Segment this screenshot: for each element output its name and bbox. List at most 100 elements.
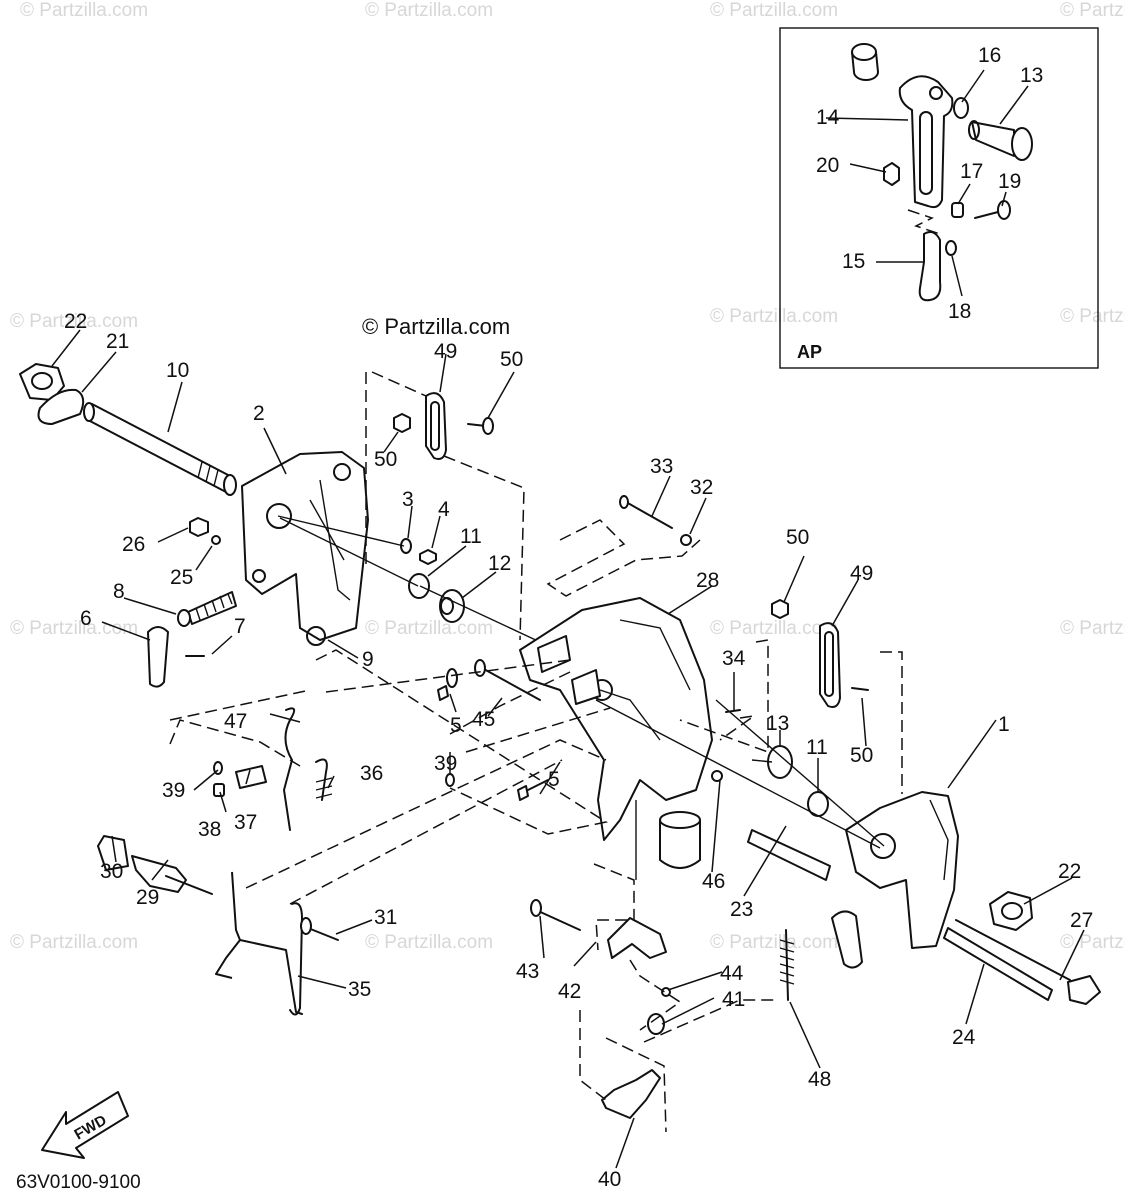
right-bracket-group: [711, 599, 1101, 1005]
lower-left-linkage: [97, 707, 455, 1016]
callout-42: 42: [558, 980, 581, 1003]
washer-part: [211, 535, 221, 545]
bolt-part: [771, 599, 789, 619]
callout-50: 50: [786, 526, 809, 549]
callout-38: 38: [198, 818, 221, 841]
spring-part: [779, 929, 795, 1001]
callout-22: 22: [64, 310, 87, 333]
inset-ap: AP: [779, 27, 1099, 369]
callout-25: 25: [170, 566, 193, 589]
bolt-part: [437, 685, 449, 701]
rod-part: [943, 927, 1053, 1001]
ring-part: [680, 534, 692, 546]
callout-29: 29: [136, 886, 159, 909]
callout-18: 18: [948, 300, 971, 323]
watermark: © Partzilla.com: [10, 311, 138, 332]
callout-13: 13: [1020, 64, 1043, 87]
watermark: © Partzilla.com: [365, 618, 493, 639]
watermark: © Partzilla.com: [365, 932, 493, 953]
screw-part: [974, 200, 1011, 220]
callout-24: 24: [952, 1026, 976, 1049]
leader-lines: [51, 69, 1085, 1169]
callout-50: 50: [374, 448, 397, 471]
callout-3: 3: [402, 488, 414, 511]
watermark: © Partzilla.com: [20, 0, 148, 21]
washer-part: [408, 573, 430, 599]
bolt-part: [393, 413, 411, 433]
watermark: © Partzilla.com: [710, 306, 838, 327]
callout-28: 28: [696, 569, 719, 592]
clip-part: [235, 765, 267, 789]
callout-50: 50: [500, 348, 523, 371]
bolt-part: [419, 549, 437, 565]
copyright-notice: © Partzilla.com: [362, 314, 510, 339]
callout-49: 49: [434, 340, 457, 363]
knob-part: [1067, 975, 1101, 1005]
callout-39: 39: [162, 779, 185, 802]
left-bracket-group: [19, 363, 541, 688]
callout-48: 48: [808, 1068, 831, 1091]
watermark: © Partzilla.com: [1060, 306, 1125, 327]
pin-part: [165, 875, 213, 895]
watermark: © Partzilla.com: [365, 0, 493, 21]
callout-19: 19: [998, 170, 1021, 193]
callout-46: 46: [702, 870, 725, 893]
plate-part: [918, 231, 942, 302]
callout-39: 39: [434, 752, 457, 775]
watermark: © Partzilla.com: [1060, 618, 1125, 639]
bushing-part: [439, 589, 465, 623]
drawing-code: 63V0100-9100: [16, 1172, 141, 1193]
ring-part: [445, 773, 455, 787]
callout-8: 8: [113, 580, 125, 603]
callout-45: 45: [472, 708, 495, 731]
ring-part: [661, 987, 671, 997]
callout-22: 22: [1058, 860, 1081, 883]
washer-part: [945, 240, 957, 256]
callout-21: 21: [106, 330, 129, 353]
callout-4: 4: [438, 498, 450, 521]
callout-31: 31: [374, 906, 397, 929]
bolt-part: [517, 785, 529, 801]
bolt-part: [851, 687, 869, 691]
bushing-part: [647, 1013, 665, 1035]
link-arm-part: [898, 75, 954, 209]
callout-40: 40: [598, 1168, 621, 1191]
clip-part: [446, 668, 458, 688]
pin-part: [725, 709, 741, 713]
callout-10: 10: [166, 359, 189, 382]
oring-part: [953, 97, 969, 119]
callout-15: 15: [842, 250, 865, 273]
inset-frame: [779, 27, 1099, 369]
link-plate-top: [393, 392, 494, 460]
bracket-part: [241, 451, 369, 641]
bolt-part: [307, 927, 339, 941]
nut-part: [189, 517, 209, 537]
pin-part: [951, 202, 964, 218]
watermark: © Partzilla.com: [710, 618, 838, 639]
callout-44: 44: [720, 962, 744, 985]
watermark: © Partzilla.com: [10, 932, 138, 953]
bolt-part: [535, 909, 581, 931]
callout-47: 47: [224, 710, 247, 733]
callout-37: 37: [234, 811, 257, 834]
pin-part: [213, 783, 225, 797]
spring-part: [177, 591, 237, 627]
callout-49: 49: [850, 562, 873, 585]
callout-16: 16: [978, 44, 1001, 67]
collar-part: [851, 43, 879, 81]
arm-part: [601, 1069, 661, 1119]
callouts: 1 2 3 4 5 5 6 7 8 9 10 11 11 12 13 13 14…: [64, 44, 1093, 1191]
callout-27: 27: [1070, 909, 1093, 932]
callout-34: 34: [722, 647, 746, 670]
ring-part: [213, 761, 223, 775]
lever-part: [831, 910, 863, 969]
callout-20: 20: [816, 154, 839, 177]
watermark: © Partzilla.com: [710, 0, 838, 21]
plate-part: [37, 388, 85, 425]
nut-part: [883, 162, 900, 186]
lever-part: [147, 626, 169, 688]
lever-part: [215, 871, 241, 979]
spring-part: [315, 758, 333, 801]
nut-part: [989, 891, 1033, 931]
assembly-lines: [169, 371, 903, 1133]
